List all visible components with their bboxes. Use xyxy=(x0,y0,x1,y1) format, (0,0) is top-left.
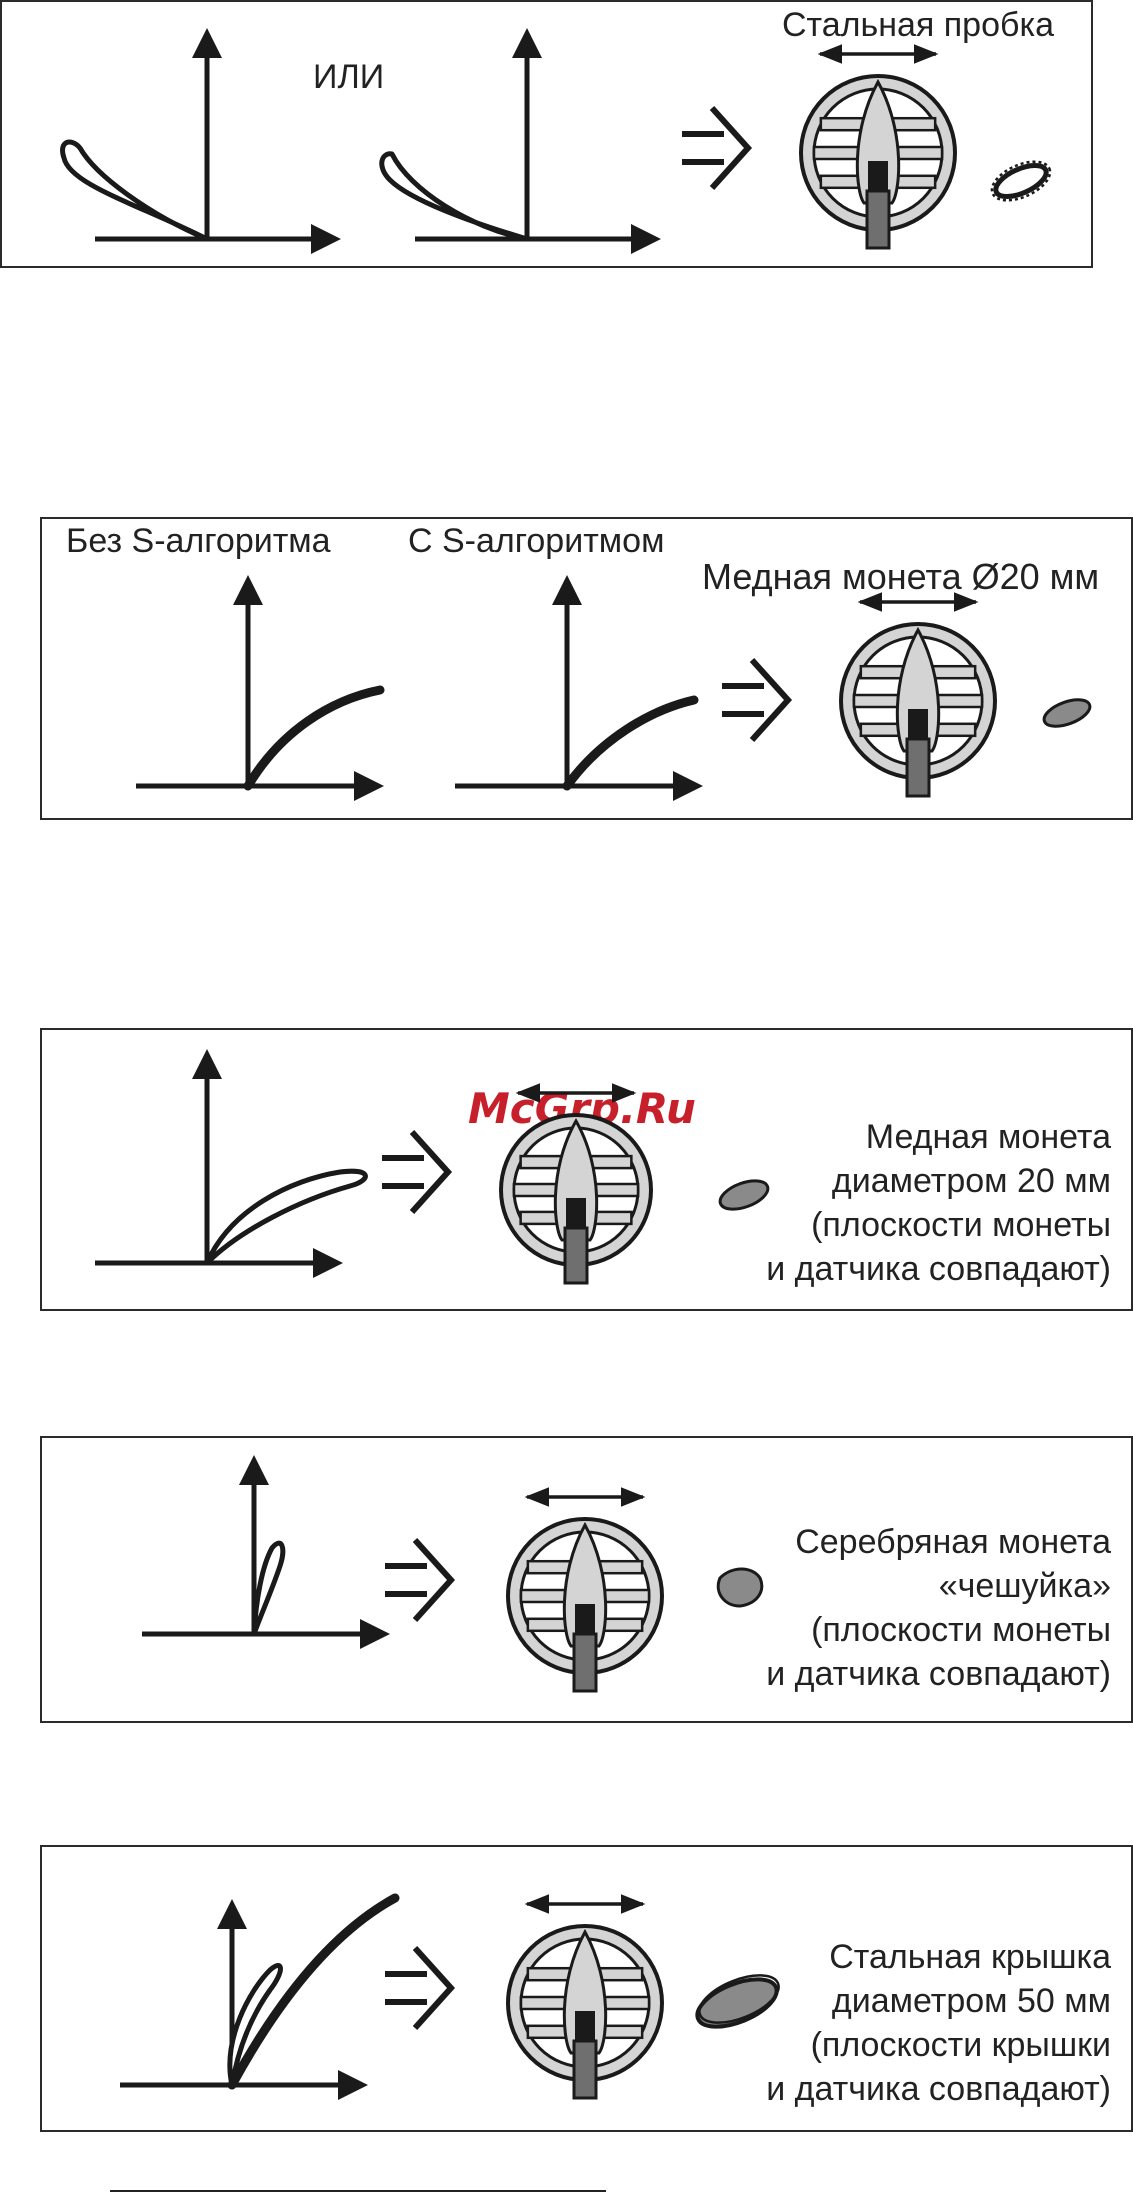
implies-arrow xyxy=(682,108,748,188)
signal-axes xyxy=(95,34,335,239)
implies-chevron xyxy=(752,660,788,740)
search-coil xyxy=(501,1093,651,1283)
coil-shaft xyxy=(565,1228,587,1283)
response-line xyxy=(567,700,694,786)
implies-arrow xyxy=(722,660,788,740)
implies-chevron xyxy=(712,108,748,188)
copper-coin-object xyxy=(716,1175,771,1215)
silver-scale-coin-object xyxy=(718,1569,762,1606)
coil-shaft xyxy=(867,191,889,248)
cork-teeth xyxy=(986,154,1056,208)
implies-arrow xyxy=(382,1132,448,1212)
copper-coin-object xyxy=(1041,694,1094,731)
coil-connector xyxy=(908,709,928,739)
coil-connector xyxy=(868,161,888,191)
response-loop xyxy=(254,1543,283,1634)
implies-arrow xyxy=(385,1540,451,1620)
search-coil xyxy=(841,602,995,796)
response-loop xyxy=(63,142,207,239)
coil-shaft xyxy=(574,1634,596,1691)
coil-shaft xyxy=(907,739,929,796)
coil-connector xyxy=(575,1604,595,1634)
coil-shaft xyxy=(574,2041,596,2098)
response-line xyxy=(248,690,380,786)
implies-chevron xyxy=(412,1132,448,1212)
implies-chevron xyxy=(415,1540,451,1620)
implies-chevron xyxy=(415,1948,451,2028)
search-coil xyxy=(508,1497,662,1691)
response-loop xyxy=(382,154,527,239)
implies-arrow xyxy=(385,1948,451,2028)
steel-cork-object xyxy=(986,154,1056,208)
signal-axes xyxy=(120,1905,362,2085)
cork-ring xyxy=(991,159,1050,203)
signal-axes xyxy=(455,581,697,786)
signal-axes xyxy=(95,1055,337,1263)
response-loop xyxy=(207,1171,365,1263)
coil-connector xyxy=(575,2011,595,2041)
search-coil xyxy=(508,1904,662,2098)
signal-axes xyxy=(136,581,378,786)
search-coil xyxy=(801,54,955,248)
coil-connector xyxy=(566,1198,586,1228)
